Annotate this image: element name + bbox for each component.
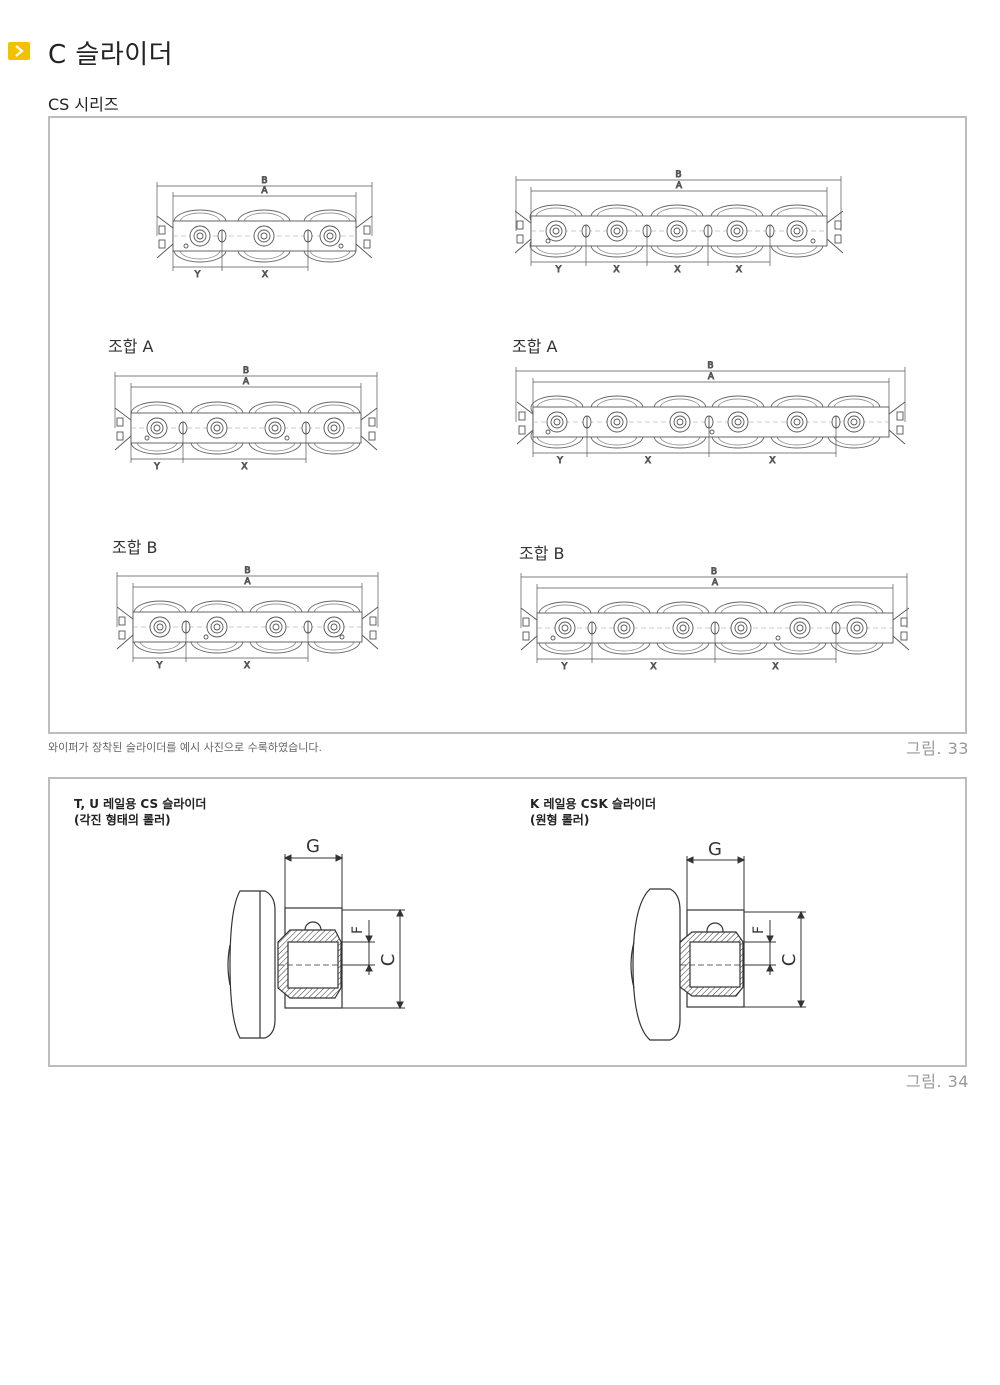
dim-a-label: A [261,186,268,196]
right-roller-title-line1: K 레일용 CSK 슬라이더 [530,797,657,811]
dim-b-label: B [675,170,681,180]
dim-x-label: X [650,662,656,672]
left-c-label: C [378,954,399,967]
left-roller-title: T, U 레일용 CS 슬라이더 (각진 형태의 롤러) [74,796,206,828]
left-roller-title-line1: T, U 레일용 CS 슬라이더 [74,797,207,811]
dim-x-label: X [613,265,619,275]
dim-a-label: A [243,377,250,387]
dim-a-label: A [676,181,683,191]
dim-b-label: B [243,366,249,376]
combo-b-left-label: 조합 B [112,538,158,557]
dim-a-label: A [708,372,715,382]
section-subtitle: CS 시리즈 [48,95,119,114]
dim-b-label: B [244,566,250,576]
dim-x-label: X [645,456,651,466]
dim-x-label: X [772,662,778,672]
right-roller-title: K 레일용 CSK 슬라이더 (원형 롤러) [530,796,656,828]
slider-drawing-4: BA Y X X [515,361,906,466]
dim-x-label: X [241,462,247,472]
right-g-label: G [708,839,722,860]
right-roller-title-line2: (원형 롤러) [530,813,590,827]
right-c-label: C [779,954,800,967]
dim-x-label: X [769,456,775,466]
dim-y-label: Y [194,270,201,280]
dim-b-label: B [261,176,267,186]
combo-a-left-label: 조합 A [108,337,154,356]
dim-y-label: Y [156,661,163,671]
dim-x-label: X [674,265,680,275]
combo-a-right-label: 조합 A [512,337,558,356]
dim-a-label: A [712,578,719,588]
roller-sections: G F C G F C [227,836,806,1041]
dim-x-label: X [262,270,268,280]
page-title: C 슬라이더 [48,40,174,70]
dim-x-label: X [244,661,250,671]
dim-x-label: X [736,265,742,275]
combo-b-right-label: 조합 B [519,544,565,563]
round-roller-section [630,888,748,1041]
dim-y-label: Y [556,456,563,466]
left-roller-title-line2: (각진 형태의 롤러) [74,813,171,827]
slider-drawing-5: BA Y X [116,566,379,671]
slider-drawing-2: BA Y X X X [514,170,844,275]
figure-34-label: 그림. 34 [906,1072,969,1091]
slider-drawing-1: BA Y X [156,176,373,280]
dim-b-label: B [711,567,717,577]
dim-y-label: Y [153,462,160,472]
right-f-label: F [751,926,767,934]
figure-33-label: 그림. 33 [906,739,969,758]
dim-y-label: Y [561,662,568,672]
dim-a-label: A [244,577,251,587]
figure-34-frame [48,777,967,1067]
figure-33-frame [48,116,967,734]
left-f-label: F [350,926,366,934]
dim-b-label: B [707,361,713,371]
figure-33-caption: 와이퍼가 장착된 슬라이더를 예시 사진으로 수록하였습니다. [48,741,322,754]
chevron-right-icon [8,42,30,60]
slider-drawing-3: BA Y X [114,366,378,472]
angled-roller-section [227,890,345,1039]
dim-y-label: Y [555,265,562,275]
left-g-label: G [306,836,320,857]
slider-drawing-6: BA Y X X [520,567,910,672]
